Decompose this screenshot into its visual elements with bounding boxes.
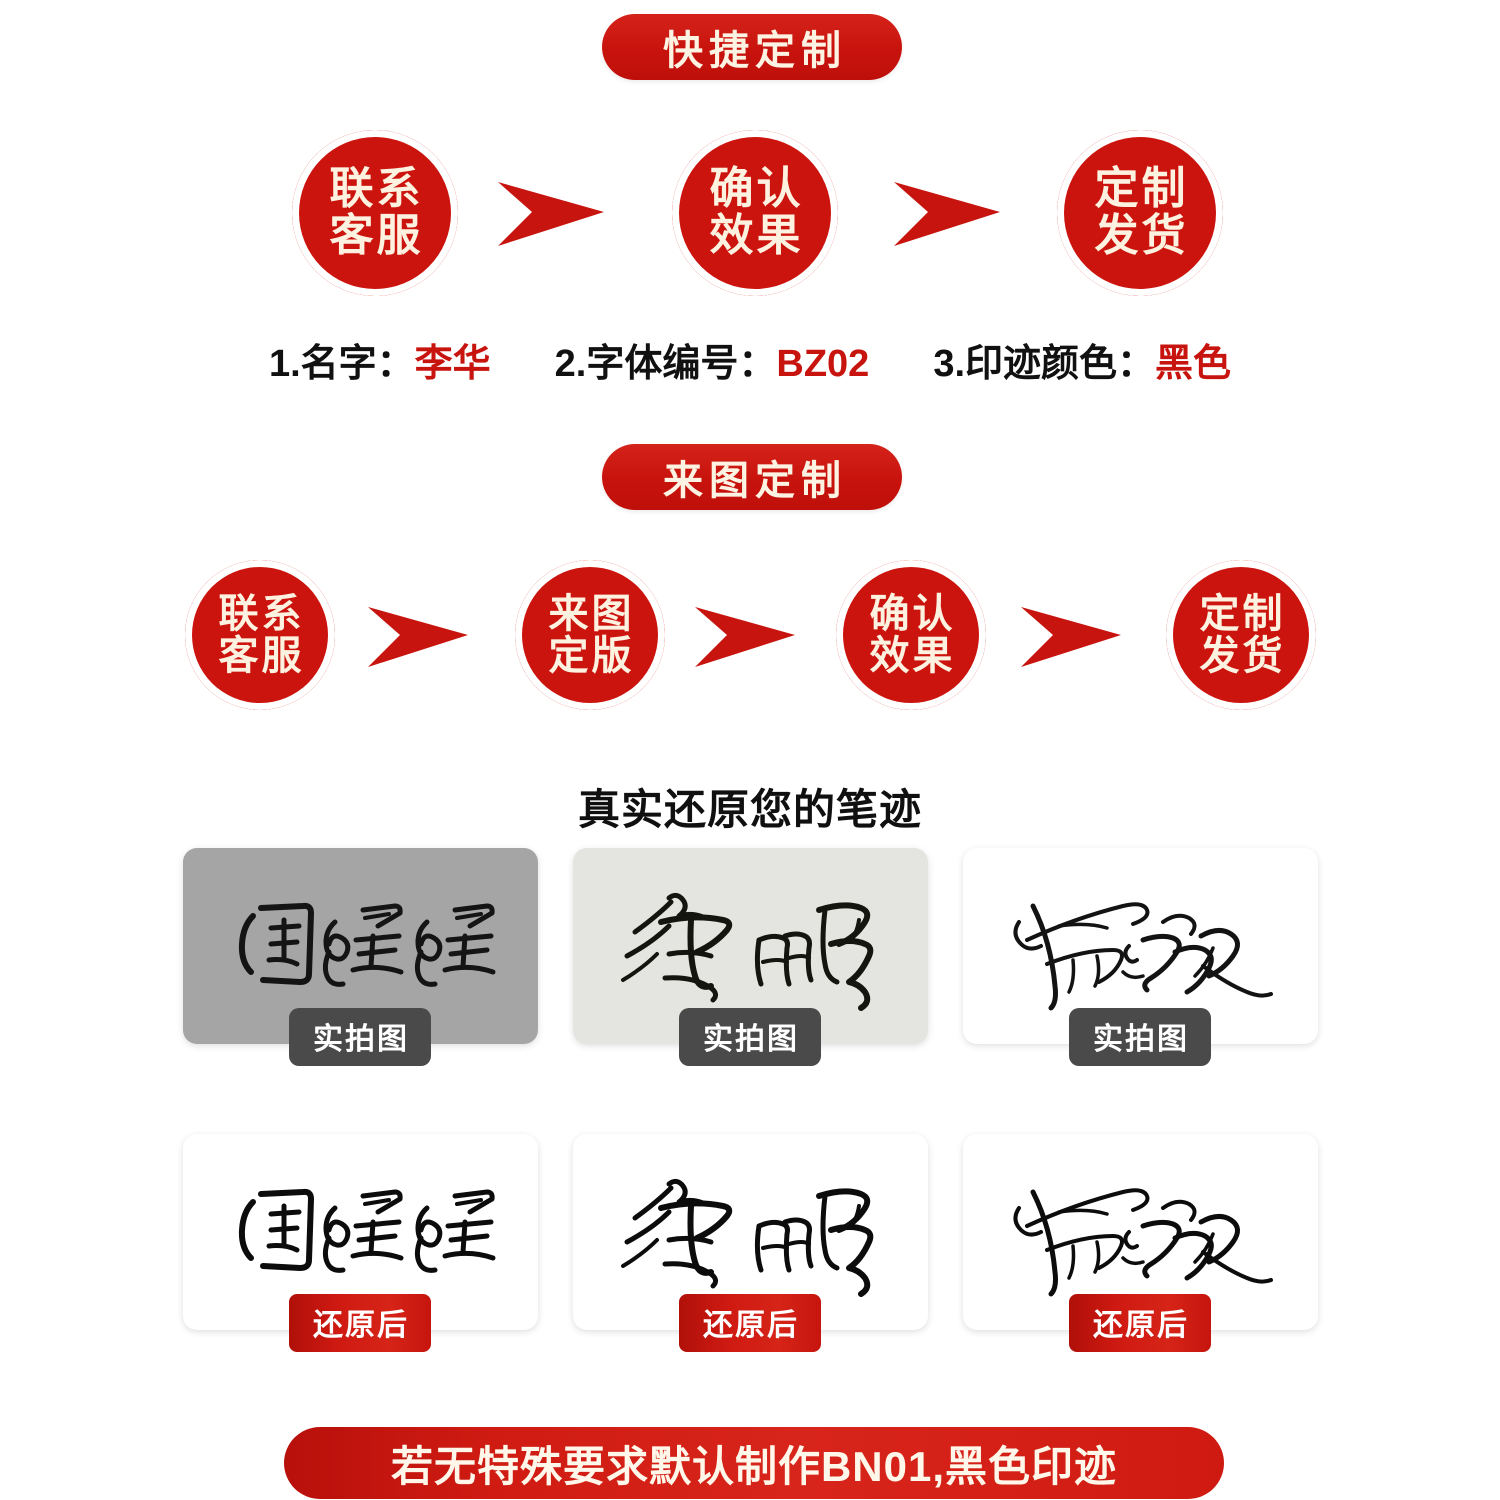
flow2-step-image-typeset[interactable]: 来图 定版 — [515, 560, 665, 710]
spec-index: 3. — [933, 343, 966, 385]
spec-list: 1.名字：李华 2.字体编号：BZ02 3.印迹颜色：黑色 — [0, 332, 1500, 387]
spec-value: 黑色 — [1155, 343, 1232, 385]
step-line1: 来图 — [548, 591, 635, 636]
signature-strokes — [620, 892, 873, 1011]
spec-value: BZ02 — [776, 343, 870, 385]
signature-strokes — [1013, 902, 1273, 1011]
step-line1: 定制 — [1094, 164, 1189, 214]
banner-image-custom: 来图定制 — [602, 444, 902, 510]
badge-real-photo: 实拍图 — [289, 1008, 431, 1066]
flow-step-custom-ship[interactable]: 定制 发货 — [1057, 130, 1223, 296]
step-line2: 发货 — [1094, 211, 1189, 260]
step-line1: 确认 — [709, 164, 804, 214]
arrow-right-icon — [363, 604, 473, 670]
step-line2: 客服 — [329, 211, 424, 260]
sample-card[interactable]: 实拍图 — [962, 848, 1318, 1066]
badge-restored: 还原后 — [679, 1294, 821, 1352]
sample-card[interactable]: 实拍图 — [182, 848, 538, 1066]
badge-restored: 还原后 — [1069, 1294, 1211, 1352]
badge-real-photo: 实拍图 — [1069, 1008, 1211, 1066]
step-line2: 定版 — [548, 634, 635, 678]
signature-strokes — [1013, 1188, 1273, 1297]
spec-label: 印迹颜色： — [965, 343, 1156, 385]
step-line1: 联系 — [218, 591, 305, 636]
spec-item-name: 1.名字：李华 — [269, 332, 491, 387]
signature-strokes — [620, 1178, 873, 1297]
badge-restored: 还原后 — [289, 1294, 431, 1352]
signature-restored-xupeng — [572, 1134, 928, 1330]
spec-index: 1. — [268, 343, 301, 385]
flow2-step-contact-service[interactable]: 联系 客服 — [185, 560, 335, 710]
page-title-handwriting: 真实还原您的笔迹 — [577, 786, 922, 833]
sample-card[interactable]: 还原后 — [572, 1134, 928, 1352]
step-line1: 确认 — [869, 591, 956, 636]
badge-real-photo: 实拍图 — [679, 1008, 821, 1066]
sample-card[interactable]: 实拍图 — [572, 848, 928, 1066]
step-line2: 效果 — [869, 634, 956, 678]
flow2-step-confirm-effect[interactable]: 确认 效果 — [836, 560, 986, 710]
signature-strokes — [238, 1188, 495, 1273]
arrow-right-icon — [888, 178, 1006, 250]
signature-strokes — [238, 902, 495, 987]
banner-default-note: 若无特殊要求默认制作BN01,黑色印迹 — [284, 1427, 1224, 1499]
spec-value: 李华 — [414, 343, 491, 385]
arrow-right-icon — [492, 178, 610, 250]
flow-step-confirm-effect[interactable]: 确认 效果 — [672, 130, 838, 296]
step-line2: 发货 — [1199, 634, 1286, 678]
arrow-right-icon — [690, 604, 800, 670]
banner-quick-custom: 快捷定制 — [602, 14, 902, 80]
sample-row-real: 实拍图 — [0, 848, 1500, 1066]
sample-card[interactable]: 还原后 — [182, 1134, 538, 1352]
signature-image-caijiangmin — [962, 848, 1318, 1044]
spec-index: 2. — [554, 343, 587, 385]
step-line1: 联系 — [329, 164, 424, 214]
spec-item-font-code: 2.字体编号：BZ02 — [555, 332, 870, 387]
step-line2: 客服 — [218, 634, 305, 678]
flow-step-contact-service[interactable]: 联系 客服 — [292, 130, 458, 296]
arrow-right-icon — [1016, 604, 1126, 670]
spec-item-ink-color: 3.印迹颜色：黑色 — [933, 332, 1231, 387]
sample-card[interactable]: 还原后 — [962, 1134, 1318, 1352]
sample-row-restored: 还原后 — [0, 1134, 1500, 1352]
step-line1: 定制 — [1199, 591, 1286, 636]
spec-label: 名字： — [300, 343, 415, 385]
spec-label: 字体编号： — [586, 343, 777, 385]
step-line2: 效果 — [709, 211, 804, 260]
flow2-step-custom-ship[interactable]: 定制 发货 — [1166, 560, 1316, 710]
